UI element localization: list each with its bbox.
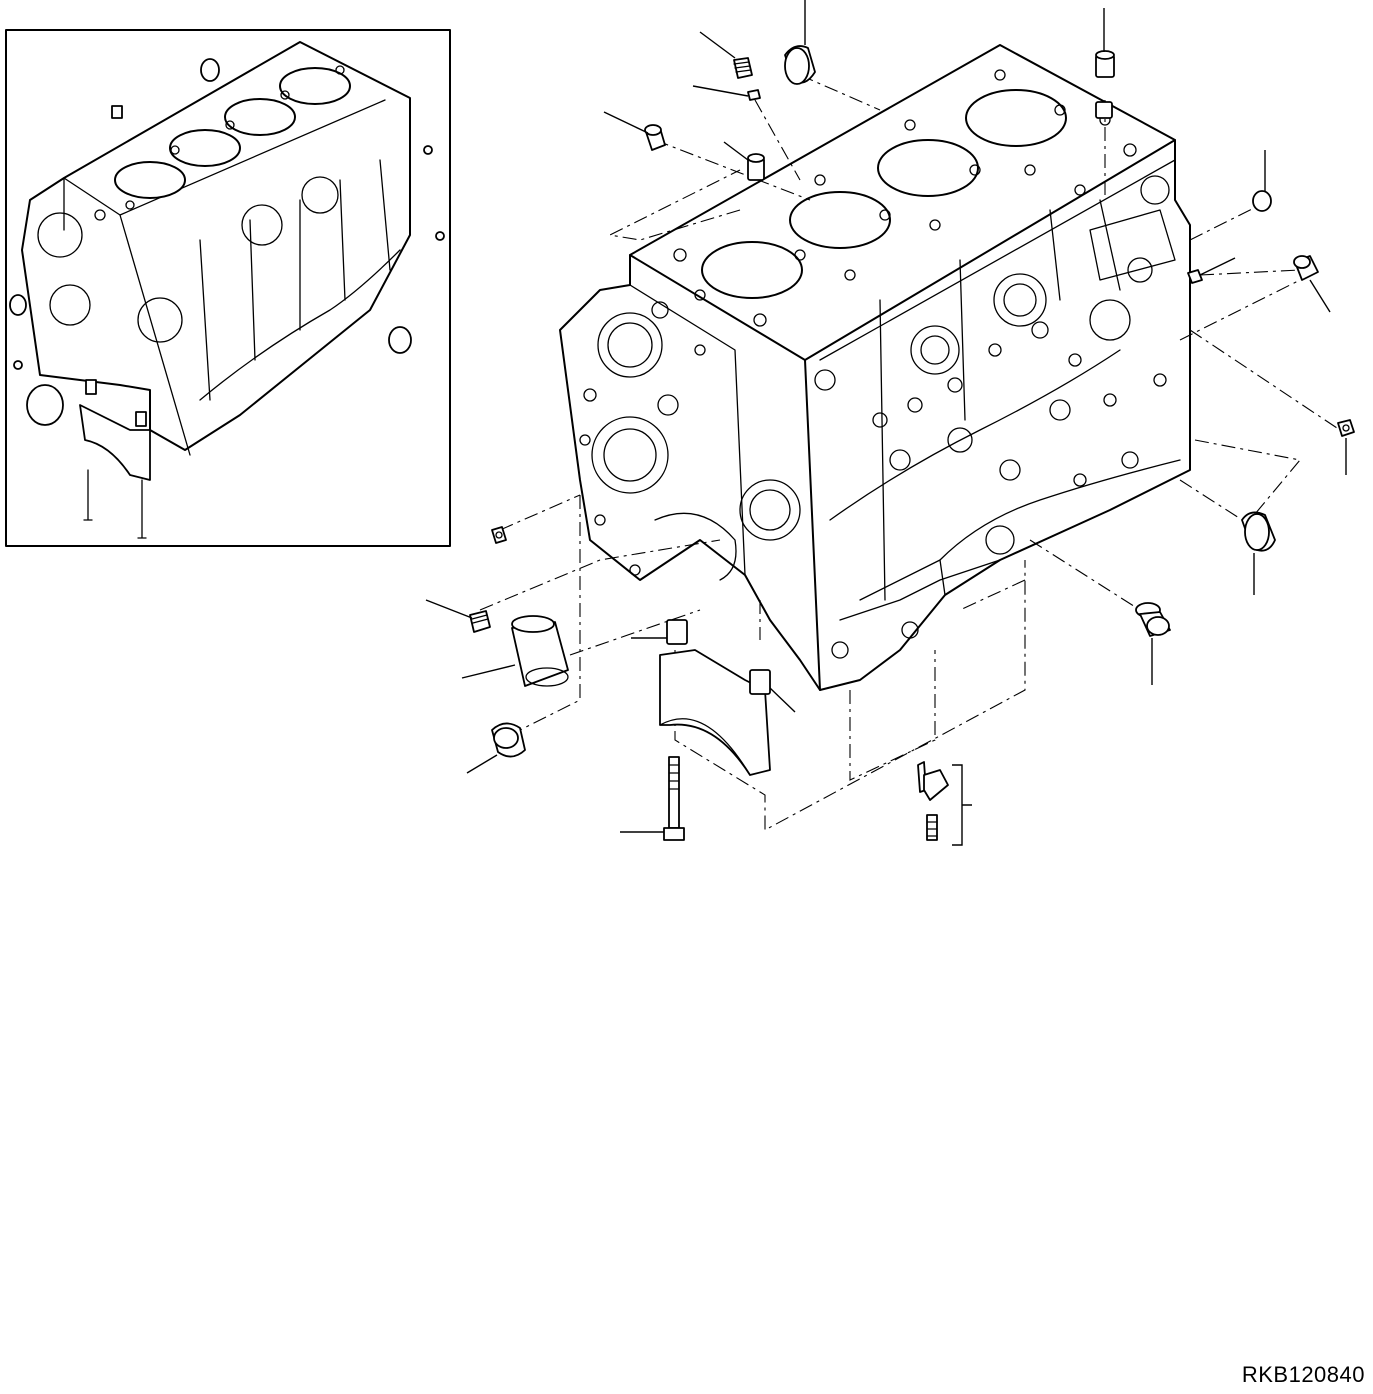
nut-icon	[491, 526, 507, 544]
inset-plug-icon	[111, 105, 123, 119]
inset-sleeve-icon	[26, 384, 64, 426]
main-engine-block	[559, 44, 1191, 691]
inset-plug-icon	[388, 326, 412, 354]
bolt-icon	[663, 756, 685, 841]
threaded-plug-icon	[469, 610, 491, 633]
inset-overview	[5, 29, 451, 547]
inset-plug-icon	[200, 58, 220, 82]
block-corner-edge	[804, 359, 821, 691]
cylinder-bore-1	[701, 241, 803, 299]
sleeve-icon	[511, 615, 569, 687]
cup-plug-icon	[1252, 190, 1272, 212]
dowel-pin-icon	[747, 153, 765, 181]
inset-bolt-icon	[83, 469, 147, 539]
drawing-code: RKB120840	[1241, 1362, 1365, 1387]
side-face-features	[739, 159, 1181, 659]
inset-engine-block-icon	[21, 41, 411, 456]
deck-holes	[673, 69, 1137, 327]
inset-frame	[5, 29, 451, 547]
oil-jet-icon	[917, 761, 949, 841]
nut-icon	[1187, 269, 1203, 284]
dowel-pin-icon	[1095, 50, 1115, 119]
inset-nut-icon	[423, 145, 433, 155]
cylinder-bore-2	[789, 191, 891, 249]
cylinder-bore-4	[965, 89, 1067, 147]
inset-bearing-cap-icon	[79, 404, 151, 481]
nut-icon	[1337, 419, 1355, 437]
threaded-plug-icon	[644, 124, 666, 151]
bushing-icon	[1293, 255, 1319, 281]
cap-dowel-icon	[666, 619, 688, 645]
threaded-plug-icon	[733, 57, 761, 101]
cup-plug-icon	[784, 45, 816, 85]
inset-nut-icon	[435, 231, 445, 241]
cup-plug-icon	[491, 722, 526, 758]
flange-plug-icon	[1135, 602, 1171, 637]
inset-nut-icon	[13, 360, 23, 370]
inset-dowel-icon	[85, 379, 97, 395]
inset-plug-icon	[9, 294, 27, 316]
leader-lines	[425, 0, 1347, 833]
cap-dowel-icon	[749, 669, 771, 695]
timing-face-features	[579, 301, 737, 581]
inset-dowel-icon	[135, 411, 147, 427]
bearing-cap-icon	[659, 619, 771, 776]
assembly-bracket	[952, 764, 972, 846]
cup-plug-icon	[1241, 511, 1276, 552]
cylinder-bore-3	[877, 139, 979, 197]
